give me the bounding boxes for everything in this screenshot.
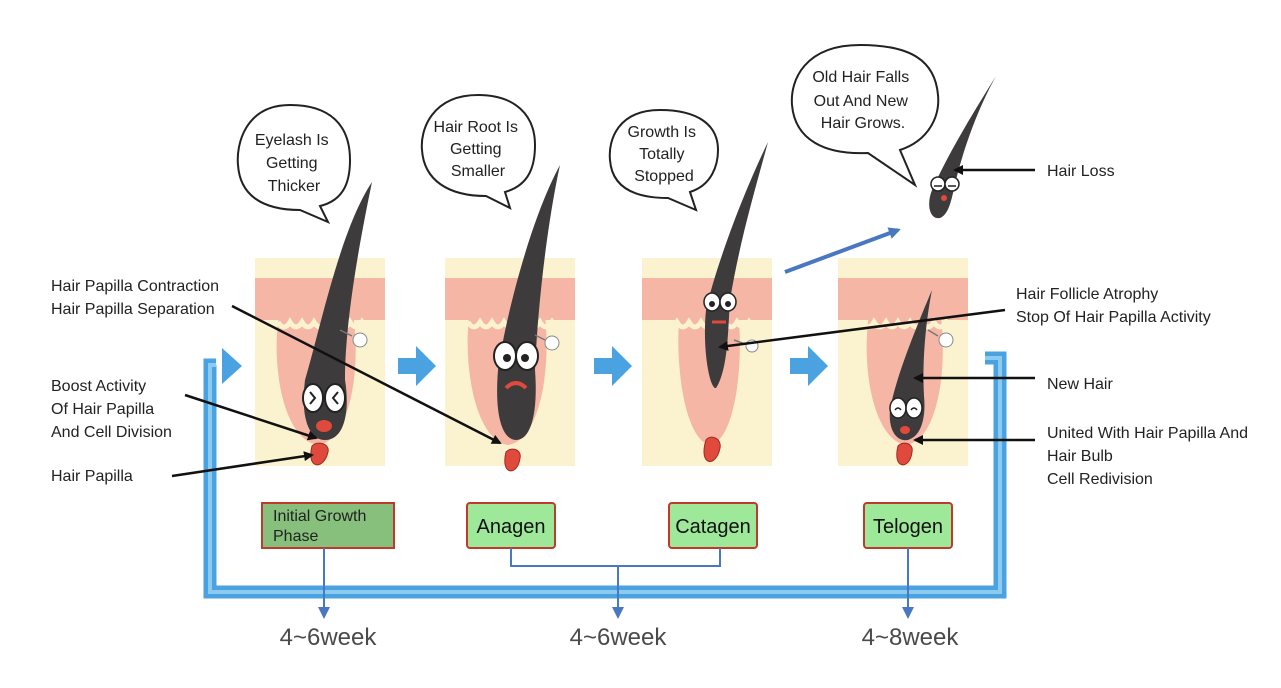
cycle-loop [203, 348, 1007, 599]
svg-text:Hair Papilla: Hair Papilla [51, 468, 133, 485]
svg-text:New Hair: New Hair [1047, 376, 1113, 393]
svg-text:Hair Loss: Hair Loss [1047, 163, 1115, 180]
label-hair-follicle-atrophy: Hair Follicle Atrophy Stop Of Hair Papil… [718, 286, 1211, 351]
cycle-entry-arrow-icon [222, 348, 242, 384]
svg-text:Hair Papilla Contraction: Hair Papilla Contraction Hair Papilla Se… [51, 278, 224, 318]
sweat-puff-icon [534, 334, 560, 351]
follicle-stage-2 [445, 165, 575, 472]
stage-box-catagen: Catagen [668, 502, 758, 549]
sweat-puff-icon [927, 329, 954, 348]
hair-strand [704, 142, 768, 389]
eye-icon [324, 383, 346, 413]
follicle-stage-3 [642, 142, 772, 466]
svg-text:Initial Growth Phase: Initial Growth Phase [273, 508, 371, 545]
speech-bubble-stage-3: Growth Is Totally Stopped [608, 108, 720, 212]
svg-text:Old Hair Falls Out And N: Old Hair Falls Out And New Hair Grows. [812, 69, 913, 132]
eye-icon [302, 383, 324, 413]
svg-text:Catagen: Catagen [675, 516, 751, 538]
duration-initial: 4~6week [280, 624, 378, 651]
arrow-right-icon [398, 346, 436, 386]
svg-text:Hair Follicle Atrophy St: Hair Follicle Atrophy Stop Of Hair Papil… [1016, 286, 1211, 326]
svg-text:Growth Is Totally: Growth Is Totally Stopped [628, 124, 701, 185]
label-united-with-hair-papilla: United With Hair Papilla And Hair Bulb C… [913, 425, 1252, 488]
hair-falls-arrow [784, 227, 901, 274]
speech-bubble-stage-1: Eyelash Is Getting Thicker [236, 103, 352, 224]
hair-papilla [703, 436, 721, 462]
svg-text:United With Hair Papilla And: United With Hair Papilla And Hair Bulb C… [1047, 425, 1252, 488]
hair-papilla [504, 448, 521, 472]
label-hair-papilla: Hair Papilla [51, 451, 314, 485]
sweat-puff-icon [339, 329, 368, 348]
hair-strand [497, 165, 560, 440]
label-boost-activity: Boost Activity Of Hair Papilla And Cell … [51, 378, 318, 441]
hair-papilla [896, 442, 913, 466]
duration-telogen: 4~8week [862, 624, 960, 651]
svg-text:Anagen: Anagen [477, 516, 546, 538]
label-hair-papilla-contraction: Hair Papilla Contraction Hair Papilla Se… [51, 278, 502, 445]
duration-anagen-catagen: 4~6week [570, 624, 668, 651]
label-hair-loss: Hair Loss [953, 163, 1115, 180]
svg-text:Boost Activity Of Hair P: Boost Activity Of Hair Papilla And Cell … [51, 378, 172, 441]
svg-text:Telogen: Telogen [873, 516, 943, 538]
falling-old-hair [929, 76, 996, 219]
stage-box-telogen: Telogen [863, 502, 953, 549]
follicle-stage-4 [838, 258, 968, 466]
arrow-right-icon [594, 346, 632, 386]
arrow-right-icon [790, 346, 828, 386]
stage-box-anagen: Anagen [466, 502, 556, 549]
hair-strand [303, 182, 372, 440]
label-new-hair: New Hair [913, 373, 1113, 393]
follicle-stage-1 [255, 182, 385, 466]
speech-bubble-stage-4: Old Hair Falls Out And New Hair Grows. [790, 43, 940, 188]
duration-connectors [318, 548, 914, 619]
svg-text:Hair Root Is Getting: Hair Root Is Getting Smaller [434, 119, 523, 180]
speech-bubble-stage-2: Hair Root Is Getting Smaller [420, 93, 537, 210]
stage-arrows [398, 346, 828, 386]
svg-text:Eyelash Is Getting: Eyelash Is Getting Thicker [255, 132, 333, 195]
stage-box-initial-growth: Initial Growth Phase [261, 502, 395, 549]
